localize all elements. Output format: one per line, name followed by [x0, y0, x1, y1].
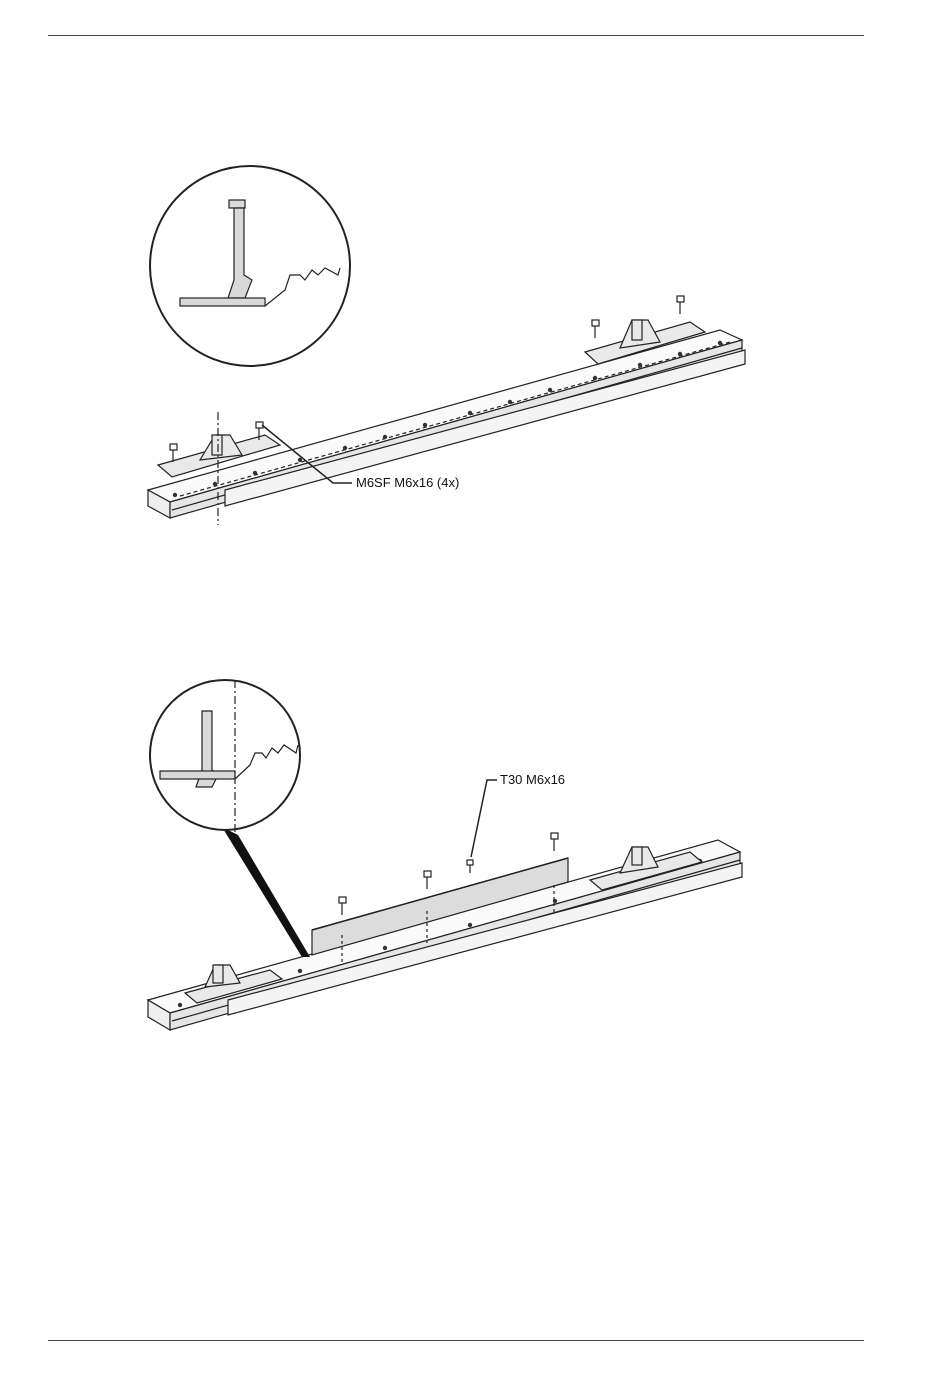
footer-rule [48, 1340, 864, 1341]
assembly-figure-brackets: M6SF M6x16 (4x) [0, 150, 950, 540]
bracket-rail-drawing [0, 150, 950, 540]
fastener-callout: M6SF M6x16 (4x) [356, 475, 459, 490]
header-rule [48, 35, 864, 36]
assembly-figure-plate: T30 M6x16 [0, 675, 950, 1045]
screw-3 [467, 860, 473, 873]
screw-right-2 [677, 296, 684, 314]
screw-left-1 [170, 444, 177, 462]
plate-rail-drawing [0, 675, 950, 1045]
callout-leader [471, 780, 497, 857]
detail-circle [150, 166, 350, 366]
screw-right-1 [592, 320, 599, 338]
detail-circle [150, 680, 300, 830]
fastener-callout: T30 M6x16 [500, 772, 565, 787]
detail-wedge [222, 827, 310, 957]
